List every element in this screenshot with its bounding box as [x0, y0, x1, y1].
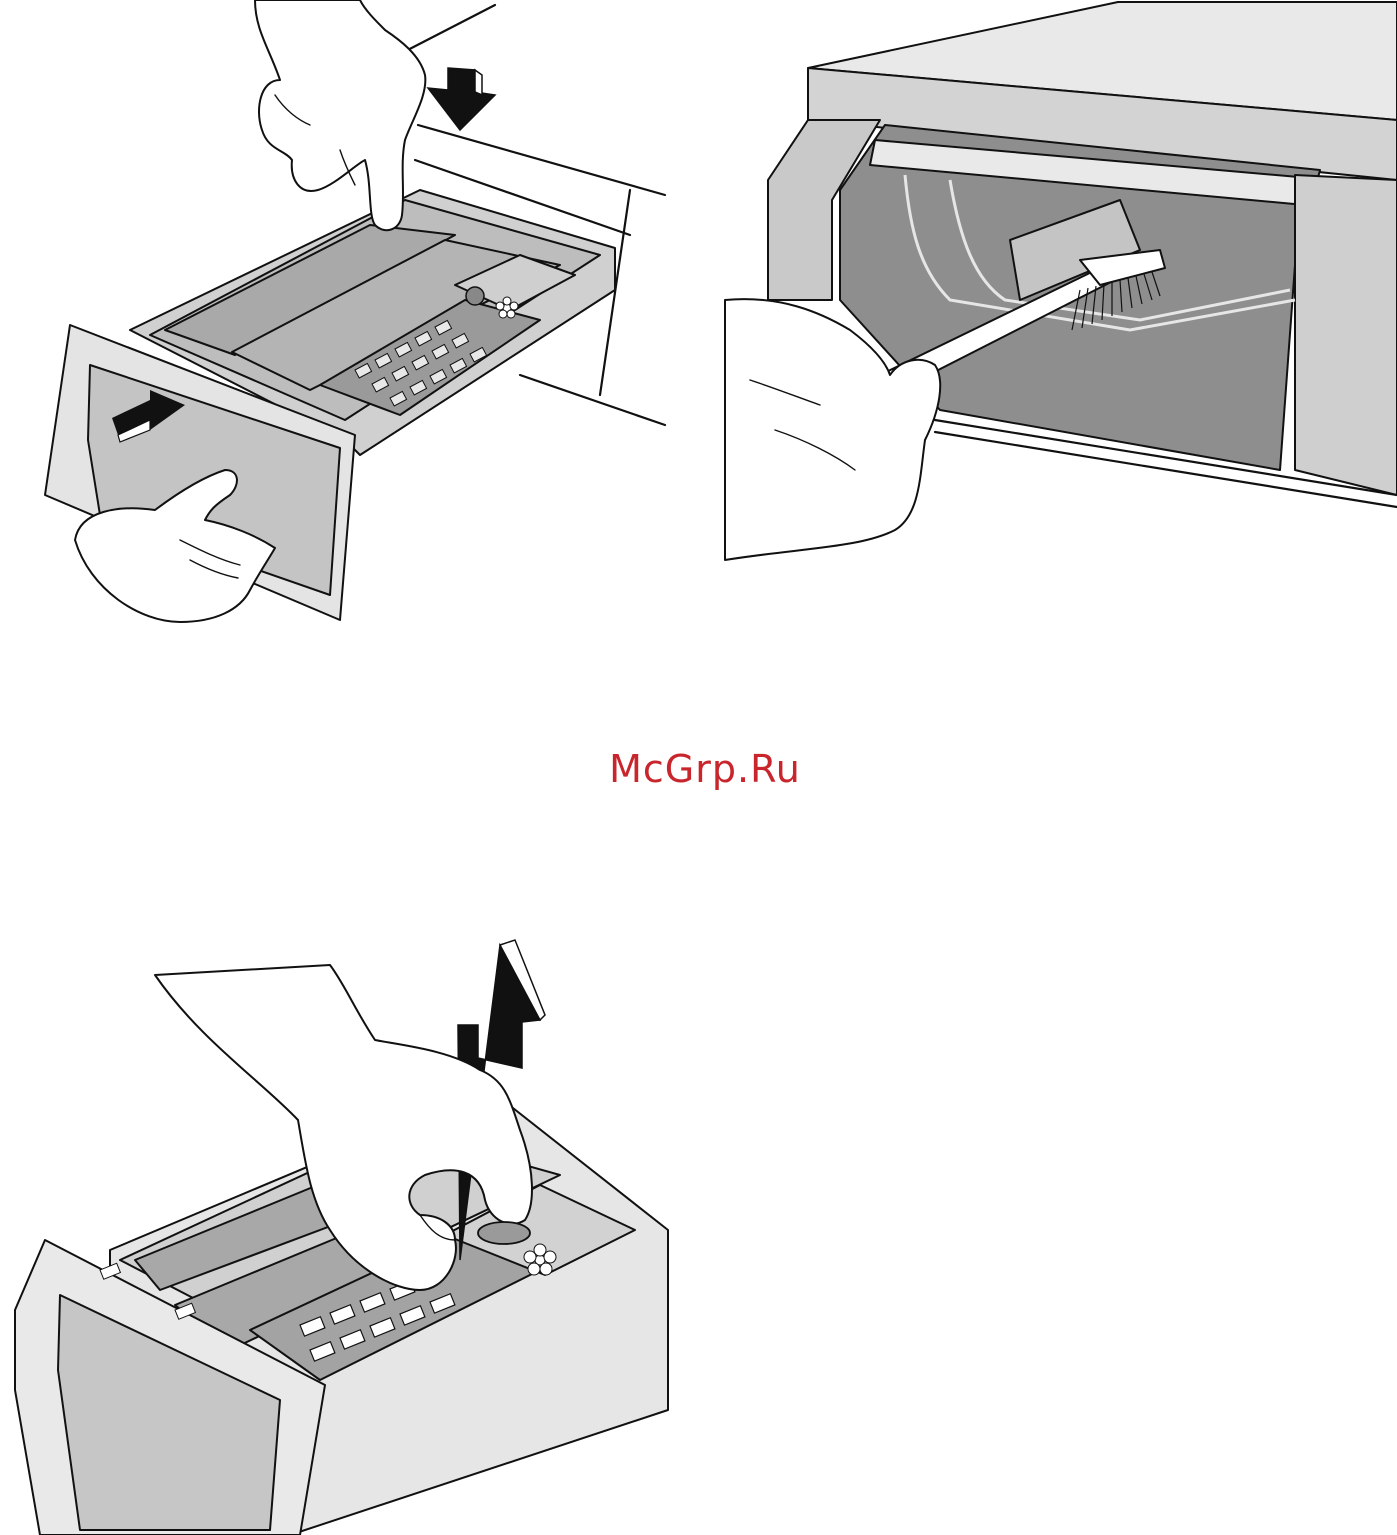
brush-cleaning-illustration [720, 0, 1397, 580]
drawer-release-illustration [0, 0, 700, 640]
watermark-text: McGrp.Ru [560, 745, 850, 793]
machine-top-edge [398, 5, 495, 55]
arrow-down-icon [428, 68, 495, 130]
hand-press-icon [255, 0, 425, 230]
siphon-cap-icon [478, 1222, 530, 1244]
siphon-cap-icon [466, 287, 484, 305]
insert-removal-illustration [0, 930, 680, 1535]
